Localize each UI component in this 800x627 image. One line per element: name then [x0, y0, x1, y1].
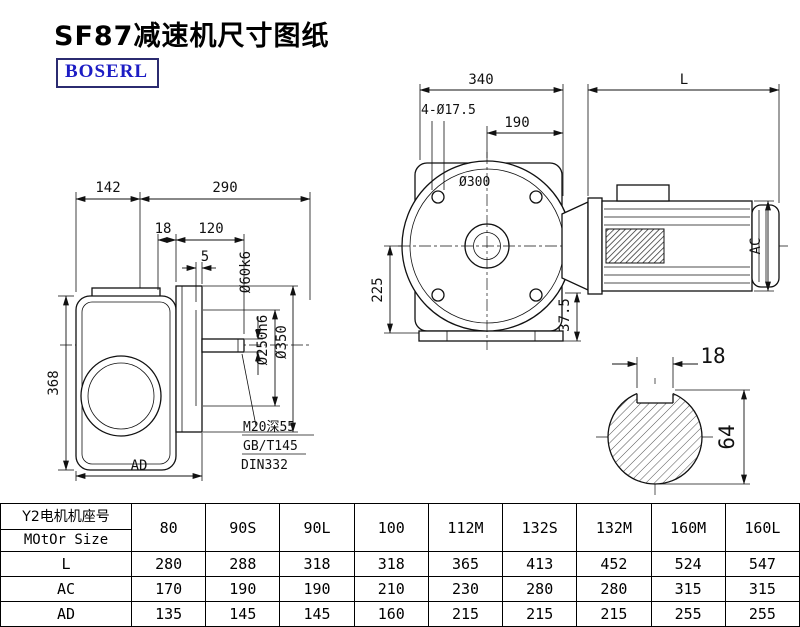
dim-225-label: 225	[370, 277, 386, 302]
gearbox-side-view	[60, 285, 312, 471]
col-header-90l: 90L	[279, 503, 355, 552]
cell-AD-160l: 255	[724, 601, 800, 627]
bolt-hole	[529, 288, 543, 302]
header-cn-label: Y2电机机座号	[1, 504, 131, 530]
dia-350-label: Ø350	[274, 325, 290, 359]
page-title: SF87减速机尺寸图纸	[54, 21, 330, 52]
dim-ac-label: AC	[748, 238, 764, 255]
cell-AC-100: 210	[353, 576, 429, 602]
cell-AD-132s: 215	[502, 601, 578, 627]
table-header-row: Y2电机机座号 MOtOr Size 80 90S 90L 100 112M 1…	[0, 503, 800, 552]
col-header-160l: 160L	[724, 503, 800, 552]
col-header-80: 80	[130, 503, 207, 552]
shaft-cross-section: 18 64	[596, 344, 750, 498]
dia-300-label: Ø300	[459, 175, 490, 190]
cell-L-100: 318	[353, 551, 429, 577]
cell-AD-112m: 215	[427, 601, 504, 627]
dim-120-label: 120	[198, 221, 223, 237]
col-header-100: 100	[353, 503, 429, 552]
gearbox-front-view	[398, 152, 790, 350]
note-tap-label: M20深55	[243, 420, 295, 435]
cell-L-112m: 365	[427, 551, 504, 577]
row-label-AC: AC	[0, 576, 132, 602]
cell-AC-112m: 230	[427, 576, 504, 602]
col-header-112m: 112M	[427, 503, 504, 552]
cell-AC-132m: 280	[576, 576, 652, 602]
dim-L-label: L	[680, 72, 688, 88]
logo-text: BOSERL	[65, 61, 149, 82]
shaft-height-label: 64	[715, 424, 739, 449]
cell-L-160m: 524	[650, 551, 726, 577]
bolt-holes-label: 4-Ø17.5	[421, 103, 476, 118]
motor-stator-block	[605, 228, 665, 264]
col-header-90s: 90S	[205, 503, 281, 552]
front-view-dimensions: 340 L 190 4-Ø17.5 Ø300 225 37.5	[370, 72, 780, 342]
cell-AD-90l: 145	[279, 601, 355, 627]
dim-37-5-label: 37.5	[557, 298, 573, 332]
boserl-logo: BOSERL	[56, 58, 160, 88]
bolt-hole	[529, 190, 543, 204]
output-shaft	[201, 338, 245, 353]
cell-AC-90l: 190	[279, 576, 355, 602]
note-gb-label: GB/T145	[243, 439, 298, 454]
housing-base	[418, 330, 564, 342]
worm-housing-inner-circle	[87, 362, 155, 430]
dim-18-label: 18	[155, 221, 172, 237]
cell-AD-160m: 255	[650, 601, 726, 627]
note-leader-line	[241, 353, 257, 427]
table-row-AD: AD 135 145 145 160 215 215 215 255 255	[0, 601, 800, 627]
output-flange	[175, 285, 203, 433]
terminal-box	[616, 184, 670, 202]
worm-housing-circle	[80, 355, 162, 437]
bolt-hole	[431, 288, 445, 302]
col-header-160m: 160M	[650, 503, 726, 552]
dia-250-label: Ø250h6	[255, 315, 271, 366]
cell-AD-80: 135	[130, 601, 207, 627]
side-view-dimensions: 142 290 18 120 5 368 AD	[46, 180, 314, 481]
cell-AC-160m: 315	[650, 576, 726, 602]
dim-ad-label: AD	[131, 458, 148, 474]
dim-190-label: 190	[504, 115, 529, 131]
row-label-L: L	[0, 551, 132, 577]
shaft-section-circle	[607, 389, 703, 485]
cell-AC-132s: 280	[502, 576, 578, 602]
table-row-AC: AC 170 190 190 210 230 280 280 315 315	[0, 576, 800, 602]
dim-5-label: 5	[201, 249, 209, 265]
motor-flange	[587, 197, 603, 295]
dia-60-label: Ø60k6	[238, 251, 254, 293]
header-motor-size-cell: Y2电机机座号 MOtOr Size	[0, 503, 132, 552]
cell-AC-80: 170	[130, 576, 207, 602]
dim-142-label: 142	[95, 180, 120, 196]
motor-adapter	[561, 200, 589, 292]
cell-L-80: 280	[130, 551, 207, 577]
cell-AC-160l: 315	[724, 576, 800, 602]
dim-368-label: 368	[46, 370, 62, 395]
cell-L-132s: 413	[502, 551, 578, 577]
cell-L-160l: 547	[724, 551, 800, 577]
keyway-cutout	[637, 384, 673, 403]
cell-L-132m: 452	[576, 551, 652, 577]
dim-340-label: 340	[468, 72, 493, 88]
cell-L-90l: 318	[279, 551, 355, 577]
table-row-L: L 280 288 318 318 365 413 452 524 547	[0, 551, 800, 577]
row-label-AD: AD	[0, 601, 132, 627]
motor-dimension-table: Y2电机机座号 MOtOr Size 80 90S 90L 100 112M 1…	[0, 503, 800, 627]
note-din-label: DIN332	[241, 458, 288, 473]
cell-AD-132m: 215	[576, 601, 652, 627]
technical-drawing: 142 290 18 120 5 368 AD	[46, 72, 790, 498]
header-en-label: MOtOr Size	[23, 532, 109, 548]
col-header-132s: 132S	[502, 503, 578, 552]
cell-AD-90s: 145	[205, 601, 281, 627]
key-width-label: 18	[700, 344, 725, 368]
cell-AD-100: 160	[353, 601, 429, 627]
dim-290-label: 290	[212, 180, 237, 196]
cell-L-90s: 288	[205, 551, 281, 577]
housing-inner-line	[81, 301, 171, 465]
bolt-hole	[431, 190, 445, 204]
col-header-132m: 132M	[576, 503, 652, 552]
cell-AC-90s: 190	[205, 576, 281, 602]
